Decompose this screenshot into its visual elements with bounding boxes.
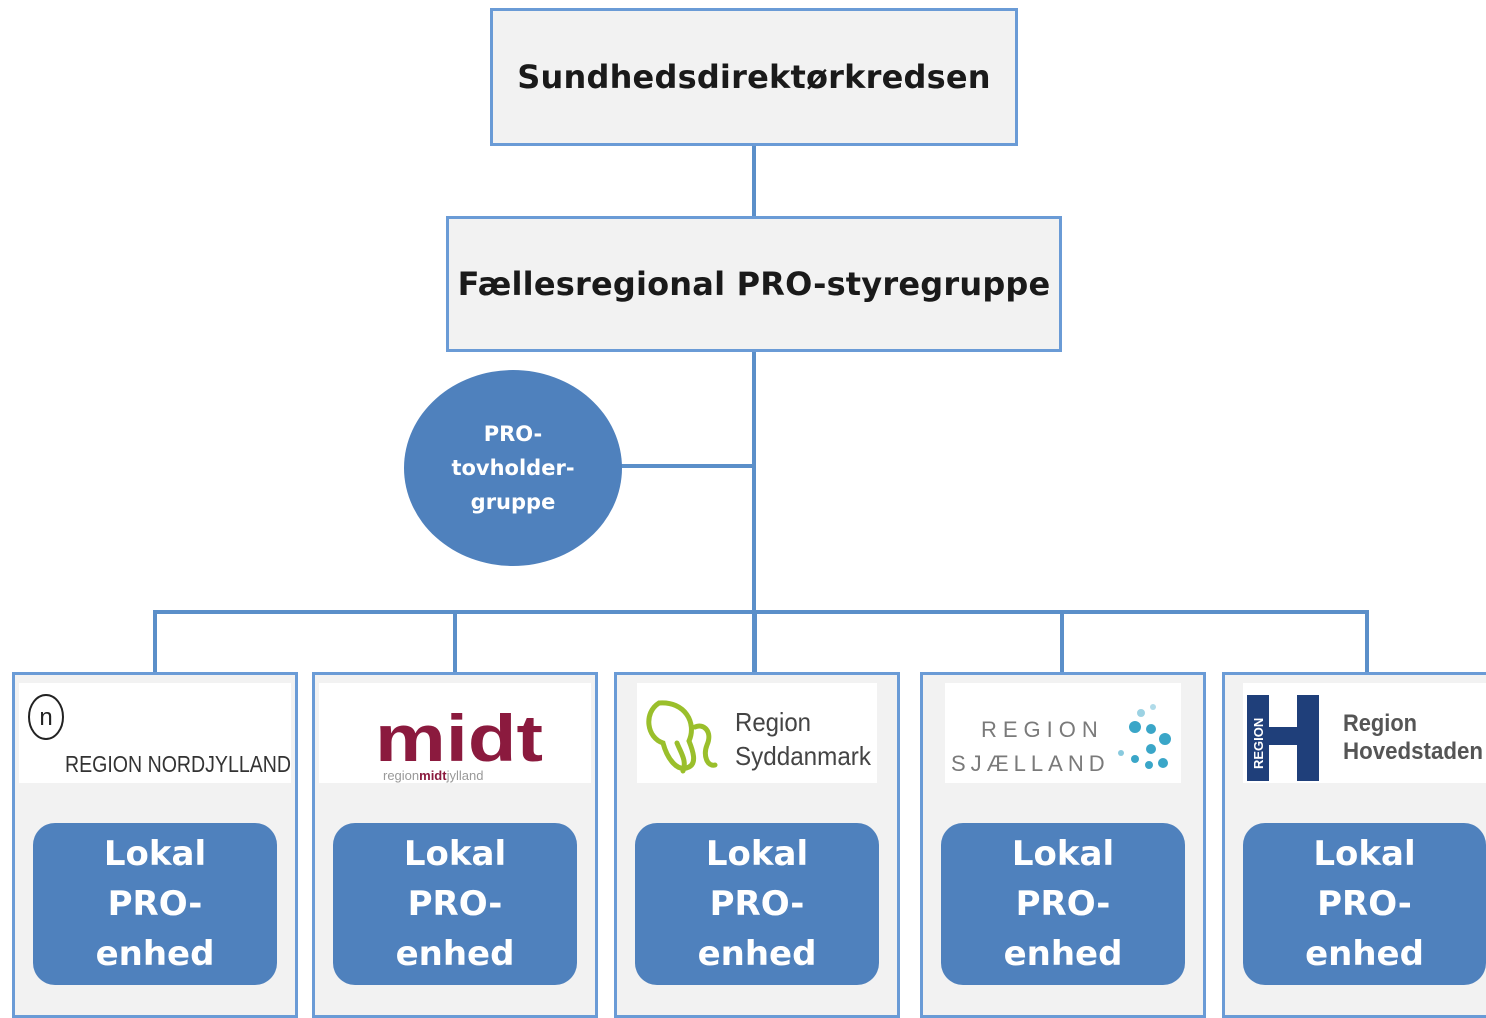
hovedstaden-line2: Hovedstaden	[1343, 738, 1483, 765]
unit-line-enhed: enhed	[395, 934, 515, 974]
unit-line-lokal: Lokal	[103, 834, 207, 874]
connector-unit-4	[1060, 610, 1064, 674]
unit-line-lokal: Lokal	[1011, 834, 1115, 874]
local-unit-midtjylland: midt regionmidtjylland Lokal PRO- enhed	[312, 672, 598, 1018]
connector-unit-1	[153, 610, 157, 674]
unit-line-pro: PRO-	[1317, 884, 1412, 924]
unit-line-lokal: Lokal	[1313, 834, 1416, 874]
circle-line-1: PRO-	[483, 422, 543, 446]
connector-steering-down	[752, 350, 756, 672]
midt-subtext-region: region	[383, 768, 419, 783]
sundhedsdirektoerkredsen-box: Sundhedsdirektørkredsen	[490, 8, 1018, 146]
steering-box-label: Fællesregional PRO-styregruppe	[457, 265, 1051, 303]
svg-text:regionmidtjylland: regionmidtjylland	[383, 768, 483, 783]
unit-line-enhed: enhed	[95, 934, 215, 974]
connector-unit-2	[453, 610, 457, 674]
circle-line-2: tovholder-	[451, 456, 575, 480]
hovedstaden-vertical: REGION	[1251, 718, 1266, 769]
nordjylland-wordmark: REGION NORDJYLLAND	[65, 751, 291, 777]
unit-line-pro: PRO-	[107, 884, 203, 924]
nordjylland-mark-letter: n	[39, 704, 52, 731]
connector-top-to-steering	[752, 143, 756, 218]
midt-wordmark: midt	[375, 701, 543, 775]
syddanmark-line2: Syddanmark	[735, 741, 872, 771]
hovedstaden-line1: Region	[1343, 710, 1417, 737]
circle-line-3: gruppe	[470, 490, 556, 514]
midt-subtext-midt: midt	[419, 768, 447, 783]
local-unit-sjaelland: REGION SJÆLLAND Lokal PRO- enhed	[920, 672, 1206, 1018]
lokal-pro-enhed-nordjylland: Lokal PRO- enhed	[33, 823, 277, 985]
local-unit-hovedstaden: REGION Region Hovedstaden Lokal PRO- enh…	[1222, 672, 1486, 1018]
region-nordjylland-logo: n REGION NORDJYLLAND	[19, 683, 291, 783]
unit-line-enhed: enhed	[1305, 934, 1424, 974]
unit-line-enhed: enhed	[1003, 934, 1123, 974]
syddanmark-mark	[646, 700, 718, 774]
lokal-pro-enhed-hovedstaden: Lokal PRO- enhed	[1243, 823, 1486, 985]
local-unit-nordjylland: n REGION NORDJYLLAND Lokal PRO- enhed	[12, 672, 298, 1018]
pro-tovholdergruppe-circle: PRO- tovholder- gruppe	[404, 370, 622, 566]
region-hovedstaden-logo: REGION Region Hovedstaden	[1243, 683, 1486, 783]
connector-to-circle	[612, 464, 754, 468]
nordjylland-mark	[28, 694, 64, 740]
unit-line-pro: PRO-	[1015, 884, 1111, 924]
sjaelland-line2: SJÆLLAND	[951, 751, 1110, 776]
unit-line-lokal: Lokal	[403, 834, 507, 874]
sjaelland-line1: REGION	[981, 717, 1104, 742]
unit-line-pro: PRO-	[407, 884, 503, 924]
midt-subtext-jylland: jylland	[446, 768, 484, 783]
unit-line-enhed: enhed	[697, 934, 817, 974]
region-midtjylland-logo: midt regionmidtjylland	[319, 683, 591, 783]
connector-unit-5	[1365, 610, 1369, 674]
unit-line-lokal: Lokal	[705, 834, 809, 874]
sjaelland-dots	[1118, 704, 1171, 769]
region-syddanmark-logo: Region Syddanmark	[637, 683, 877, 783]
lokal-pro-enhed-syddanmark: Lokal PRO- enhed	[635, 823, 879, 985]
steering-group-box: Fællesregional PRO-styregruppe	[446, 216, 1062, 352]
syddanmark-line1: Region	[735, 707, 811, 737]
connector-unit-3	[753, 610, 757, 674]
connector-horizontal-bus	[153, 610, 1369, 614]
lokal-pro-enhed-midtjylland: Lokal PRO- enhed	[333, 823, 577, 985]
unit-line-pro: PRO-	[709, 884, 805, 924]
top-box-label: Sundhedsdirektørkredsen	[517, 58, 991, 96]
local-unit-syddanmark: Region Syddanmark Lokal PRO- enhed	[614, 672, 900, 1018]
lokal-pro-enhed-sjaelland: Lokal PRO- enhed	[941, 823, 1185, 985]
hovedstaden-mark-bar	[1247, 695, 1269, 781]
region-sjaelland-logo: REGION SJÆLLAND	[945, 683, 1181, 783]
